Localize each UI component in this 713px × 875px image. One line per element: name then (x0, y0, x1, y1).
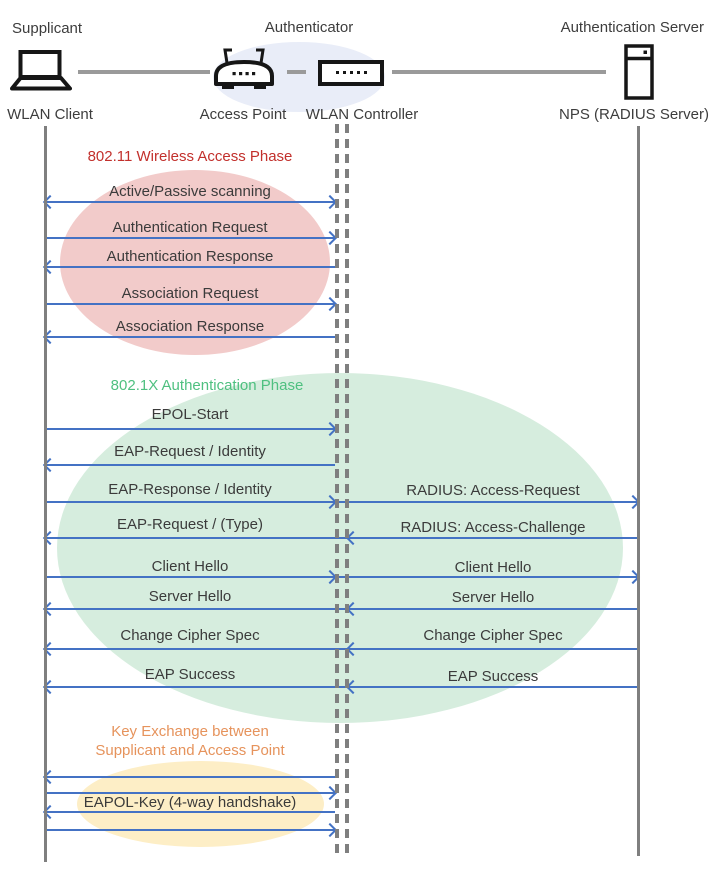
message-arrow (348, 537, 638, 539)
message-arrow (45, 537, 335, 539)
message-label: EAPOL-Key (4-way handshake) (83, 794, 297, 811)
message-bridge (335, 537, 348, 539)
message-bridge (335, 501, 348, 503)
message-arrow (348, 501, 638, 503)
message-label: Authentication Response (106, 248, 274, 265)
message-label: EAP Success (447, 668, 539, 685)
message-arrow (45, 428, 335, 430)
role-label-authentication-server: Authentication Server (560, 19, 704, 36)
message-bridge (335, 576, 348, 578)
message-arrow (45, 829, 335, 831)
message-arrow (348, 686, 638, 688)
message-arrow (45, 237, 335, 239)
phase-title-key-exchange: Key Exchange between Supplicant and Acce… (45, 722, 335, 760)
message-arrow (45, 501, 335, 503)
message-label: EAP Success (144, 666, 236, 683)
message-arrow (45, 792, 335, 794)
message-arrow (45, 776, 335, 778)
access-point-icon (210, 46, 278, 92)
message-label: RADIUS: Access-Request (406, 482, 580, 499)
message-label: Association Response (115, 318, 265, 335)
message-label: Change Cipher Spec (423, 627, 563, 644)
message-arrow (348, 576, 638, 578)
message-label: Active/Passive scanning (109, 183, 271, 200)
message-label: Change Cipher Spec (120, 627, 260, 644)
message-label: EAP-Response / Identity (108, 481, 272, 498)
message-arrow (45, 266, 335, 268)
message-arrow (45, 686, 335, 688)
message-arrow (45, 811, 335, 813)
phase-title-wireless-access: 802.11 Wireless Access Phase (87, 148, 293, 165)
device-label-wlan-controller: WLAN Controller (305, 106, 419, 123)
role-label-supplicant: Supplicant (12, 20, 83, 37)
message-arrow (45, 648, 335, 650)
lifeline-wlan-controller (345, 124, 349, 855)
device-label-wlan-client: WLAN Client (7, 106, 93, 123)
lifeline-access-point (335, 124, 339, 855)
role-label-authenticator: Authenticator (264, 19, 354, 36)
phase-title-key-exchange-line1: Key Exchange between (111, 723, 269, 740)
phase-title-8021x-authentication: 802.1X Authentication Phase (110, 377, 304, 394)
message-arrow (45, 464, 335, 466)
message-label: EPOL-Start (151, 406, 229, 423)
message-arrow (348, 648, 638, 650)
message-bridge (335, 686, 348, 688)
message-bridge (335, 608, 348, 610)
message-bridge (335, 648, 348, 650)
message-arrow (45, 576, 335, 578)
connector-line (78, 70, 210, 74)
server-icon (624, 44, 654, 100)
device-label-nps-radius-server: NPS (RADIUS Server) (558, 106, 710, 123)
message-arrow (45, 608, 335, 610)
lifeline-nps-server (637, 126, 640, 856)
message-arrow (45, 336, 335, 338)
connector-line (287, 70, 306, 74)
message-arrow (45, 303, 335, 305)
device-label-access-point: Access Point (199, 106, 287, 123)
authentication-phase-ellipse (57, 373, 623, 723)
message-label: Authentication Request (112, 219, 268, 236)
message-label: Server Hello (451, 589, 535, 606)
laptop-icon (10, 50, 72, 91)
message-label: Client Hello (151, 558, 229, 575)
message-label: RADIUS: Access-Challenge (400, 519, 586, 536)
message-label: Client Hello (454, 559, 532, 576)
phase-title-key-exchange-line2: Supplicant and Access Point (95, 742, 285, 759)
wlan-controller-icon (318, 60, 384, 86)
connector-line (392, 70, 606, 74)
message-arrow (348, 608, 638, 610)
message-label: EAP-Request / Identity (114, 443, 266, 460)
lifeline-wlan-client (44, 126, 47, 862)
message-label: Server Hello (148, 588, 232, 605)
message-label: Association Request (121, 285, 259, 302)
message-arrow (45, 201, 335, 203)
message-label: EAP-Request / (Type) (117, 516, 263, 533)
